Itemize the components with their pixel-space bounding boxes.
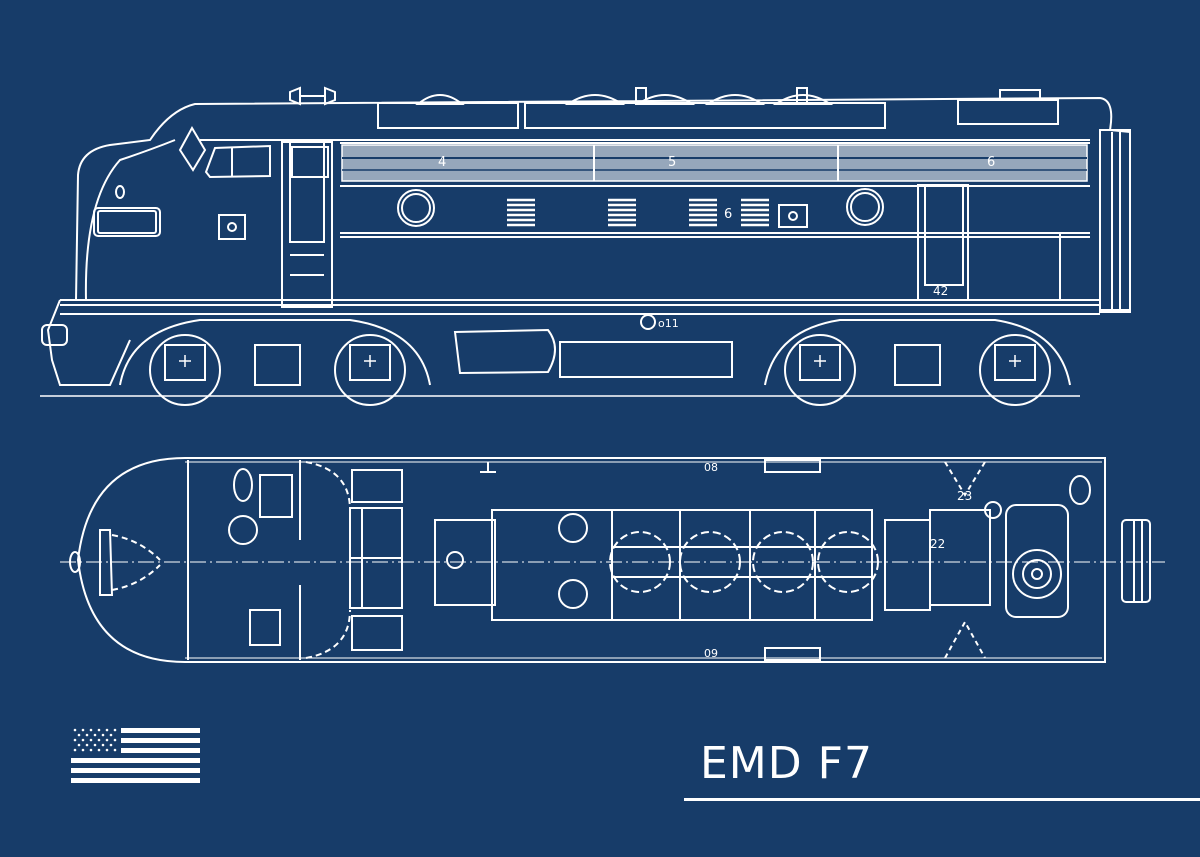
component-label-08: 08 (704, 461, 718, 474)
vent-number-label: 6 (724, 207, 733, 222)
panel-number-5: 5 (668, 155, 677, 170)
panel-number-4: 4 (438, 155, 447, 170)
component-label-23: 23 (957, 489, 973, 503)
panel-number-6-label: 6 (987, 155, 996, 170)
door-number-label: 42 (933, 284, 949, 298)
tank-label: o11 (658, 317, 679, 330)
poster-title: EMD F7 (700, 738, 873, 789)
title-underline (684, 798, 1200, 801)
us-flag-icon (71, 728, 200, 783)
component-label-09: 09 (704, 647, 718, 660)
component-label-22: 22 (930, 537, 946, 551)
